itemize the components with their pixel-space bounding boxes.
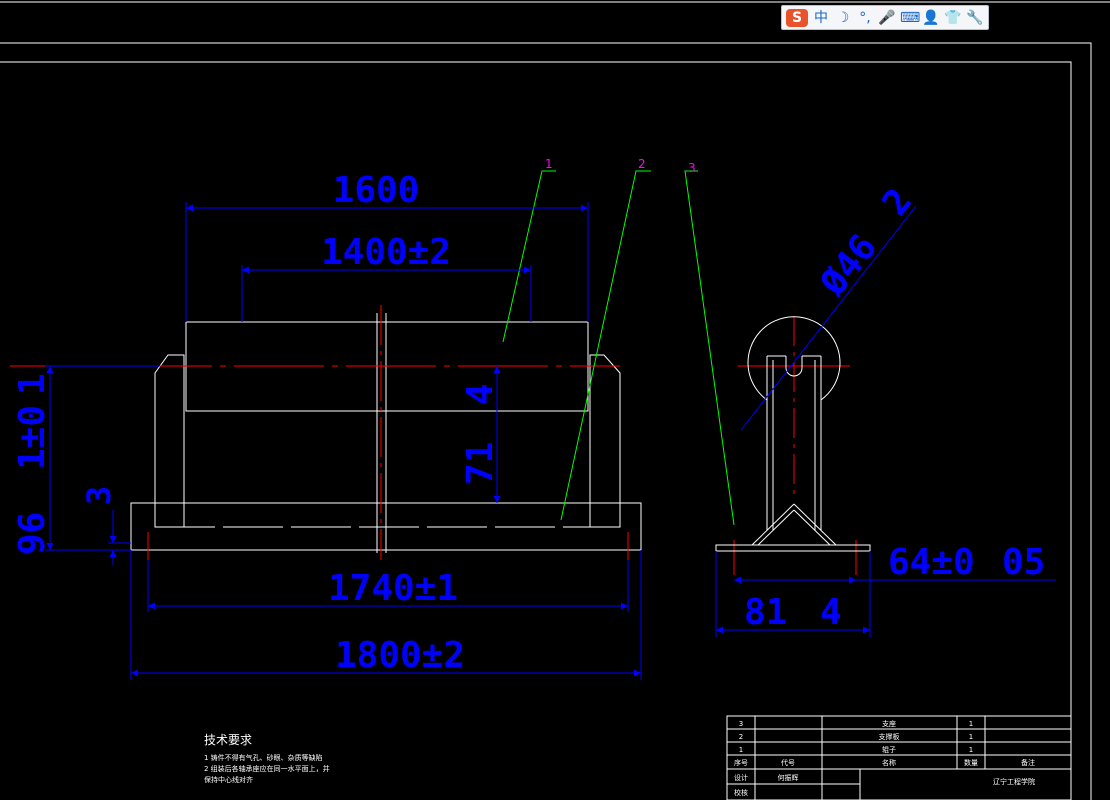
wrench-icon[interactable]: 🔧 (966, 9, 984, 26)
dim-1400: 1400±2 (321, 232, 451, 273)
svg-text:名称: 名称 (882, 758, 896, 767)
dim-1740: 1740±1 (328, 568, 458, 609)
shirt-icon[interactable]: 👕 (944, 9, 962, 26)
title-block (726, 715, 1072, 800)
input-mode-chinese[interactable]: 中 (814, 9, 828, 26)
dim-05: 05 (1002, 542, 1045, 583)
svg-text:1: 1 (969, 720, 973, 728)
microphone-icon[interactable]: 🎤 (878, 9, 896, 26)
notes-line-2: 2 组装后各轴承座应在同一水平面上，并 (204, 764, 330, 773)
ime-toolbar[interactable]: S 中 ☽ °, 🎤 ⌨ 👤 👕 🔧 (781, 5, 989, 30)
notes-line-1: 1 铸件不得有气孔、砂眼、杂质等缺陷 (204, 753, 323, 762)
svg-text:3: 3 (739, 720, 743, 728)
dim-v71: 71 (460, 442, 501, 485)
dim-1600: 1600 (333, 170, 420, 211)
dim-v1pm0: 1±0 (12, 405, 53, 470)
right-support (589, 354, 621, 528)
notes-line-3: 保持中心线对齐 (204, 775, 253, 784)
svg-text:序号: 序号 (734, 758, 748, 767)
svg-text:1: 1 (739, 746, 743, 754)
punctuation-icon[interactable]: °, (859, 9, 871, 26)
moon-icon[interactable]: ☽ (836, 9, 850, 26)
school-name: 辽宁工程学院 (993, 777, 1035, 786)
part-balloons: 1 2 3 (545, 157, 696, 175)
user-icon[interactable]: 👤 (922, 9, 940, 26)
dim-1800: 1800±2 (335, 635, 465, 676)
dim-2: 2 (875, 181, 921, 223)
dim-dia46: Ø46 (812, 227, 885, 304)
dim-81: 81 (744, 592, 787, 633)
title-block-text: 3 支座 1 2 支撑板 1 1 辊子 1 序号 代号 名称 数量 备注 设计 … (734, 719, 1035, 797)
svg-text:何振辉: 何振辉 (778, 773, 799, 782)
balloon-1: 1 (545, 157, 553, 171)
svg-text:辊子: 辊子 (882, 745, 896, 754)
balloon-2: 2 (638, 157, 646, 171)
base-plate (130, 502, 642, 551)
notes-title: 技术要求 (204, 733, 252, 747)
dim-v1: 1 (12, 373, 53, 395)
left-support (154, 354, 185, 528)
shaft-outline (376, 313, 387, 553)
svg-text:1: 1 (969, 733, 973, 741)
side-view (715, 316, 871, 552)
keyboard-icon[interactable]: ⌨ (900, 9, 921, 26)
dim-v4: 4 (460, 383, 501, 405)
dimension-texts: 1600 1400±2 1740±1 1800±2 1 1±0 3 96 4 7… (12, 170, 1045, 676)
dim-v3: 3 (80, 486, 118, 505)
technical-notes: 技术要求 1 铸件不得有气孔、砂眼、杂质等缺陷 2 组装后各轴承座应在同一水平面… (204, 733, 330, 784)
svg-text:代号: 代号 (781, 758, 795, 767)
svg-text:支撑板: 支撑板 (879, 732, 900, 741)
svg-text:2: 2 (739, 733, 743, 741)
sogou-logo-icon[interactable]: S (786, 8, 808, 27)
svg-text:支座: 支座 (882, 719, 896, 728)
dim-v96: 96 (12, 512, 53, 555)
svg-text:校核: 校核 (734, 788, 748, 797)
svg-text:设计: 设计 (734, 773, 748, 782)
dimension-lines (45, 202, 1056, 680)
dim-64: 64±0 (888, 542, 975, 583)
svg-text:备注: 备注 (1021, 758, 1035, 767)
leader-lines (502, 170, 735, 526)
svg-text:数量: 数量 (964, 758, 978, 767)
svg-text:1: 1 (969, 746, 973, 754)
dim-4b: 4 (820, 592, 842, 633)
balloon-3: 3 (688, 161, 696, 175)
centerlines (10, 305, 857, 575)
